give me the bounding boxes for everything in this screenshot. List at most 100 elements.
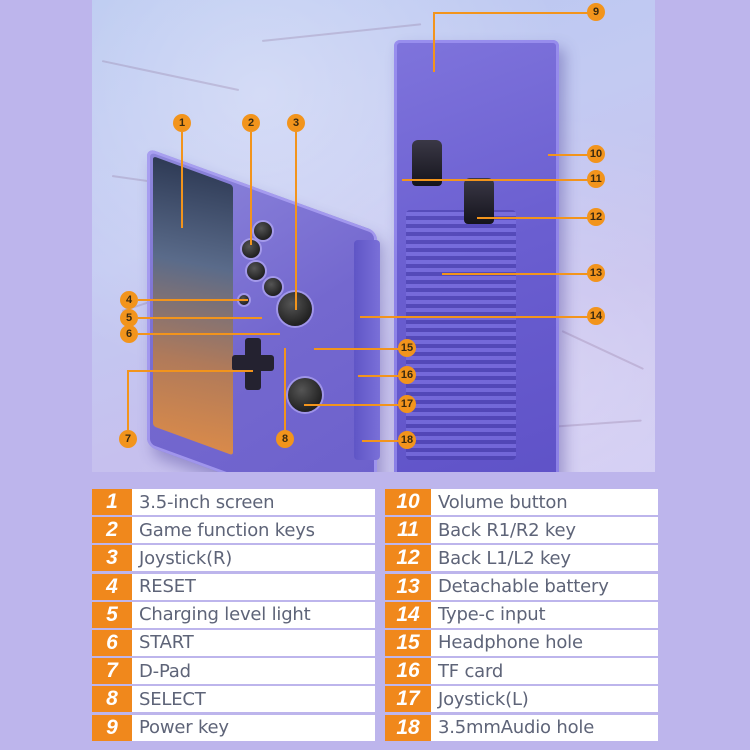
legend-label: Charging level light <box>132 601 375 628</box>
leader-line <box>360 316 590 318</box>
legend-number: 9 <box>92 714 132 741</box>
leader-line <box>304 404 402 406</box>
face-button <box>254 222 272 240</box>
leader-line <box>284 348 286 430</box>
console-back-view <box>394 40 559 472</box>
leader-line <box>433 12 435 72</box>
legend-label: START <box>132 629 375 656</box>
leader-line <box>138 317 262 319</box>
legend-number: 1 <box>92 489 132 515</box>
callout-marker: 4 <box>120 291 138 309</box>
leader-line <box>314 348 402 350</box>
callout-marker: 13 <box>587 264 605 282</box>
battery-cover <box>406 210 516 460</box>
legend-number: 15 <box>385 629 431 656</box>
legend-label: Detachable battery <box>431 573 658 600</box>
leader-line <box>138 333 280 335</box>
callout-marker: 17 <box>398 395 416 413</box>
legend-number: 18 <box>385 714 431 741</box>
leader-line <box>181 132 183 228</box>
leader-line <box>548 154 590 156</box>
legend-number: 16 <box>385 658 431 685</box>
leader-line <box>362 440 402 442</box>
callout-marker: 3 <box>287 114 305 132</box>
callout-marker: 14 <box>587 307 605 325</box>
face-button <box>264 278 282 296</box>
callout-marker: 10 <box>587 145 605 163</box>
leader-line <box>402 179 590 181</box>
r-trigger <box>412 140 442 186</box>
legend-label: Back R1/R2 key <box>431 517 658 544</box>
callout-marker: 16 <box>398 366 416 384</box>
legend-number: 10 <box>385 489 431 515</box>
leader-line <box>127 370 129 430</box>
callout-marker: 1 <box>173 114 191 132</box>
legend-label: 3.5mmAudio hole <box>431 714 658 741</box>
legend-label: D-Pad <box>132 658 375 685</box>
legend-label: Power key <box>132 714 375 741</box>
leader-line <box>442 273 590 275</box>
leader-line <box>477 217 590 219</box>
leader-line <box>138 299 248 301</box>
product-photo <box>92 0 655 472</box>
legend-label: Back L1/L2 key <box>431 545 658 572</box>
left-joystick <box>288 378 322 412</box>
leader-line <box>295 132 297 310</box>
legend-number: 2 <box>92 517 132 544</box>
legend-number: 8 <box>92 686 132 713</box>
callout-marker: 12 <box>587 208 605 226</box>
leader-line <box>358 375 402 377</box>
legend-label: Game function keys <box>132 517 375 544</box>
legend-label: SELECT <box>132 686 375 713</box>
callout-marker: 15 <box>398 339 416 357</box>
dpad <box>245 338 261 390</box>
legend-number: 14 <box>385 601 431 628</box>
face-button <box>247 262 265 280</box>
legend-number: 11 <box>385 517 431 544</box>
legend-label: Volume button <box>431 489 658 515</box>
legend-number: 7 <box>92 658 132 685</box>
callout-marker: 7 <box>119 430 137 448</box>
legend-number: 6 <box>92 629 132 656</box>
callout-marker: 8 <box>276 430 294 448</box>
leader-line <box>127 370 253 372</box>
callout-marker: 2 <box>242 114 260 132</box>
callout-marker: 11 <box>587 170 605 188</box>
legend-label: TF card <box>431 658 658 685</box>
legend-label: Headphone hole <box>431 629 658 656</box>
legend-label: 3.5-inch screen <box>132 489 375 515</box>
legend-label: Joystick(R) <box>132 545 375 572</box>
legend-number: 5 <box>92 601 132 628</box>
legend-number: 13 <box>385 573 431 600</box>
marble-vein <box>101 60 240 92</box>
callout-marker: 9 <box>587 3 605 21</box>
face-button <box>242 240 260 258</box>
legend-label: Type-c input <box>431 601 658 628</box>
l-trigger <box>464 178 494 224</box>
callout-marker: 6 <box>120 325 138 343</box>
legend-number: 17 <box>385 686 431 713</box>
legend-number: 3 <box>92 545 132 572</box>
marble-vein <box>561 330 644 370</box>
leader-line <box>250 132 252 245</box>
callout-marker: 18 <box>398 431 416 449</box>
